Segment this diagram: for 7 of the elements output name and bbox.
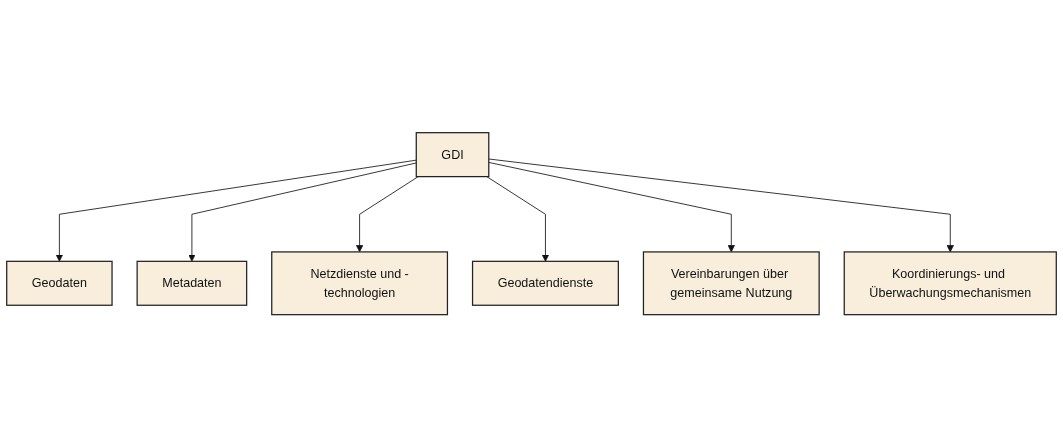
node-box: Geodatendienste — [471, 261, 619, 307]
node-box: GDI — [415, 132, 490, 178]
node-box: Metadaten — [136, 261, 248, 307]
node-box: Koordinierungs- und Überwachungsmechanismen — [843, 251, 1057, 316]
node-box: Netzdienste und -technologien — [271, 251, 449, 316]
node-box: Geodaten — [6, 261, 113, 307]
node-box: Vereinbarungen über gemeinsame Nutzung — [642, 251, 820, 316]
